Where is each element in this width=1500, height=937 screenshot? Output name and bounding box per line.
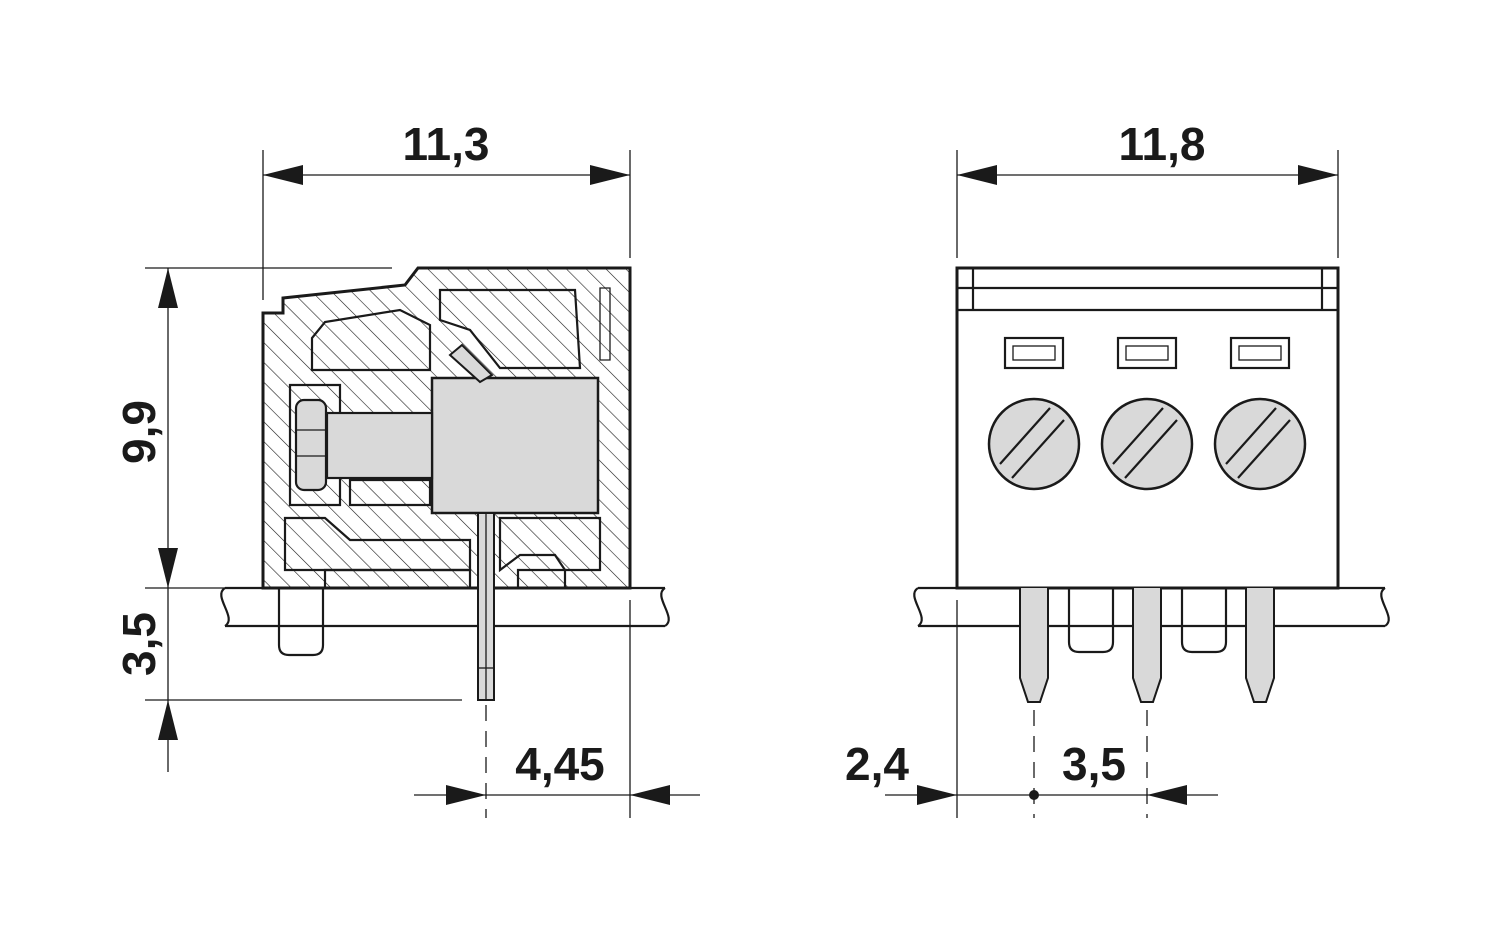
front-screw-heads	[987, 397, 1307, 491]
dim-edge-offset: 2,4	[845, 738, 909, 790]
screw-head-icon	[987, 397, 1081, 491]
side-contact	[294, 343, 600, 515]
release-slot	[1116, 336, 1178, 370]
screw-head-icon	[1213, 397, 1307, 491]
dim-pin-length: 3,5	[113, 612, 165, 676]
dim-front-width: 11,8	[1119, 118, 1206, 170]
release-slot	[1229, 336, 1291, 370]
side-pcb	[220, 586, 670, 628]
release-slot	[1003, 336, 1065, 370]
dim-pin-offset: 4,45	[515, 738, 605, 790]
front-dimension-lines	[885, 150, 1339, 818]
side-pins	[277, 512, 495, 701]
front-view: 11,8 2,4 3,5	[845, 118, 1390, 818]
front-pins	[1019, 588, 1275, 703]
screw-head-icon	[1100, 397, 1194, 491]
front-release-slots	[1003, 336, 1291, 370]
dim-side-width: 11,3	[403, 118, 490, 170]
side-dimension-lines	[145, 150, 700, 818]
dim-height: 9,9	[113, 400, 165, 464]
dim-pitch: 3,5	[1062, 738, 1126, 790]
side-view: 11,3 9,9 3,5 4,45	[113, 118, 700, 818]
